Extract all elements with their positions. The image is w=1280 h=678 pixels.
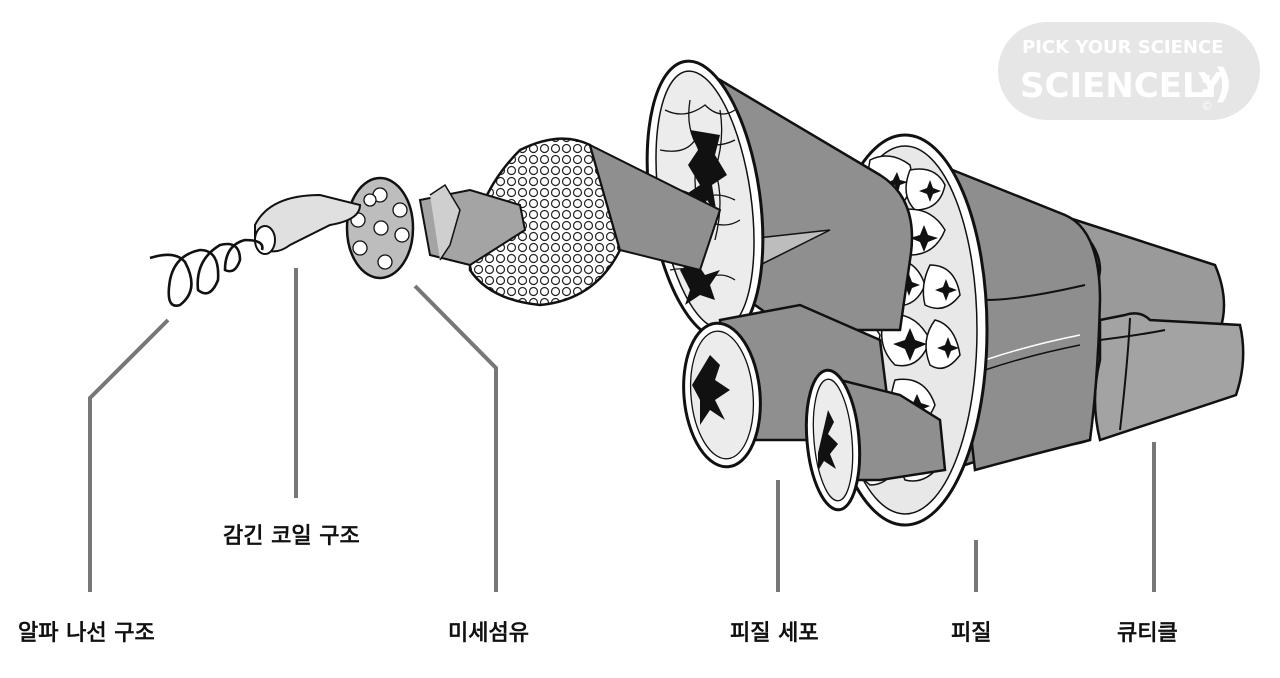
logo-copyright: © (1201, 99, 1213, 113)
alpha-helix (150, 240, 262, 306)
label-alpha-helix: 알파 나선 구조 (18, 623, 155, 645)
label-cortical-cell: 피질 세포 (730, 623, 819, 645)
label-cuticle: 큐티클 (1117, 623, 1178, 645)
label-coiled-coil: 감긴 코일 구조 (223, 526, 360, 548)
label-microfibril: 미세섬유 (448, 623, 529, 645)
logo-tagline: PICK YOUR SCIENCE (1022, 37, 1224, 58)
sciencely-logo-graphic: PICK YOUR SCIENCE SCIENCELY :) © (998, 22, 1260, 120)
sciencely-logo: PICK YOUR SCIENCE SCIENCELY :) © (998, 22, 1260, 120)
label-cortex: 피질 (951, 623, 991, 645)
coiled-coil (255, 195, 360, 254)
logo-wordmark: SCIENCELY (1020, 66, 1223, 106)
leader-line-alpha-helix (90, 320, 168, 592)
cortical-cells-bundle (631, 54, 945, 512)
leader-line-microfibril (415, 286, 496, 592)
